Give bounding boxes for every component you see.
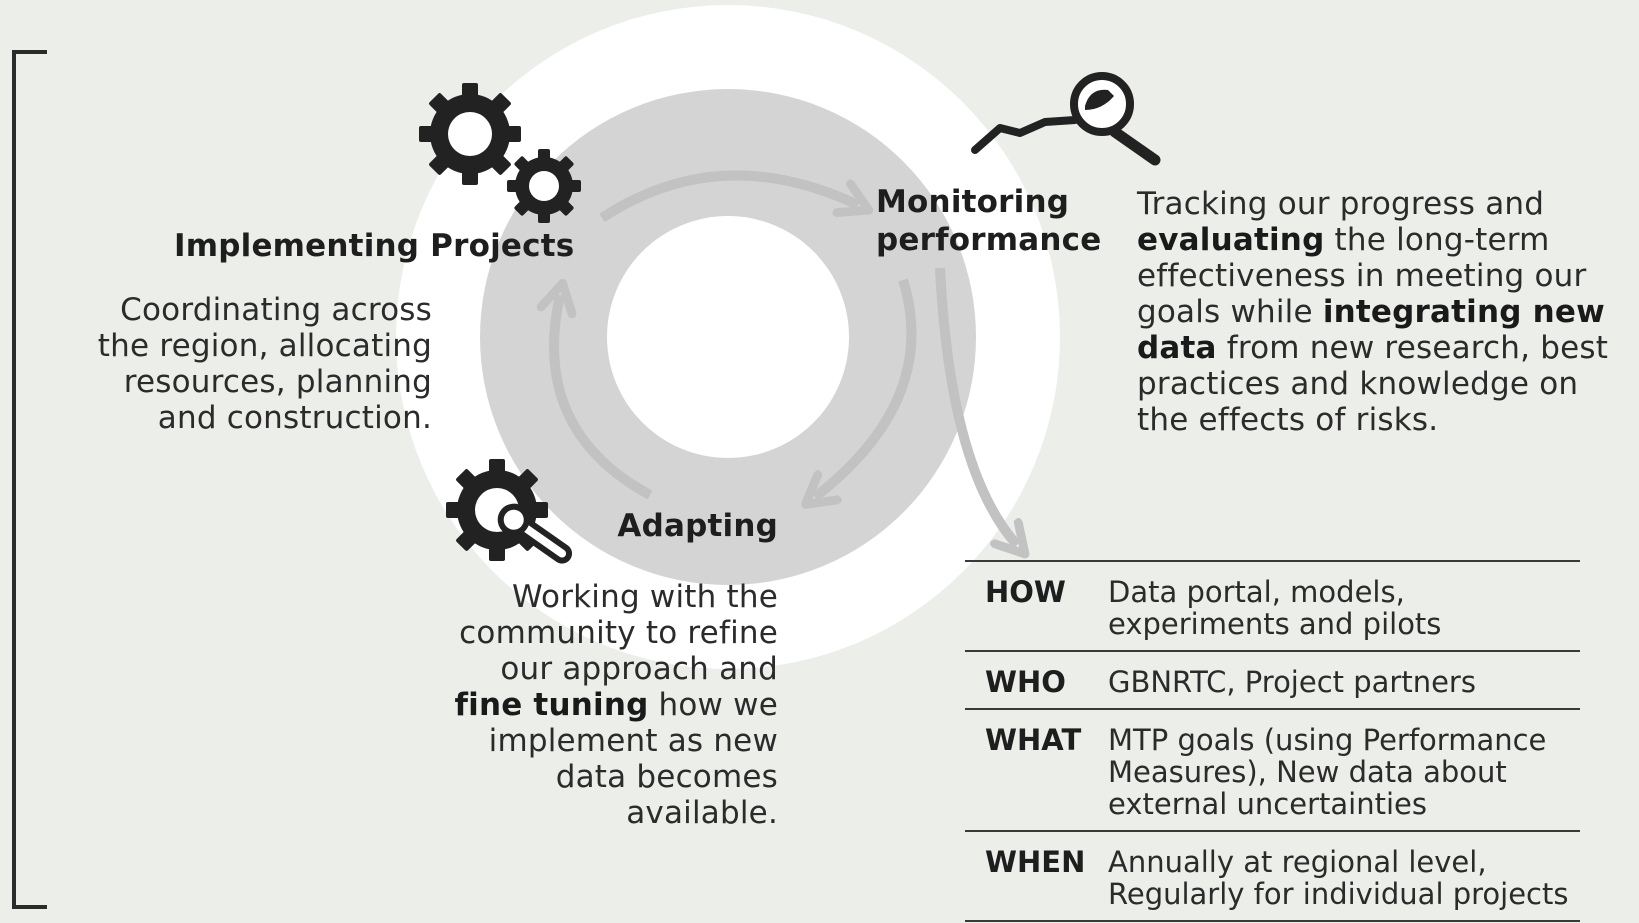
table-key: HOW	[985, 575, 1066, 609]
implementing-description: Coordinating across the region, allocati…	[97, 292, 432, 436]
adapting-desc-bold: fine tuning	[454, 687, 649, 723]
adapting-description: Working with the community to refine our…	[430, 579, 778, 831]
monitoring-title: Monitoring performance	[876, 183, 1106, 259]
arrow-monitoring-to-adapting	[815, 278, 917, 497]
table-value: Data portal, models, experiments and pil…	[1108, 575, 1442, 641]
monitoring-desc-bold: evaluating	[1137, 222, 1325, 258]
gear-wrench-icon	[446, 459, 573, 564]
monitoring-description: Tracking our progress and evaluating the…	[1137, 186, 1632, 438]
adapting-desc-part: how we implement as new data becomes ava…	[488, 687, 778, 831]
arrow-monitoring-to-table	[935, 267, 1017, 545]
left-bracket	[12, 50, 47, 909]
table-row: HOW Data portal, models, experiments and…	[965, 560, 1580, 650]
monitoring-desc-bold: integrating new data	[1137, 294, 1605, 366]
table-key: WHEN	[985, 845, 1086, 879]
table-value: MTP goals (using Performance Measures), …	[1108, 723, 1547, 821]
arrow-adapting-to-implementing	[554, 295, 653, 500]
ring-center	[607, 216, 849, 458]
monitoring-title-line2: performance	[876, 222, 1102, 258]
table-value: GBNRTC, Project partners	[1108, 665, 1476, 699]
table-key: WHAT	[985, 723, 1082, 757]
table-row: WHAT MTP goals (using Performance Measur…	[965, 708, 1580, 830]
implementing-title: Implementing Projects	[174, 228, 575, 264]
arrow-implementing-to-monitoring	[599, 170, 858, 223]
table-value: Annually at regional level, Regularly fo…	[1108, 845, 1569, 911]
table-row: WHO GBNRTC, Project partners	[965, 650, 1580, 708]
adapting-desc-part: Working with the community to refine our…	[459, 579, 778, 687]
monitoring-desc-part: the long-term effectiveness in meeting o…	[1137, 222, 1587, 330]
gears-icon	[419, 83, 581, 223]
monitoring-desc-part: from new research, best practices and kn…	[1137, 330, 1609, 438]
magnifier-trend-icon	[971, 72, 1161, 166]
monitoring-title-line1: Monitoring	[876, 184, 1070, 220]
adapting-title: Adapting	[617, 508, 778, 544]
info-table: HOW Data portal, models, experiments and…	[965, 560, 1580, 922]
table-row: WHEN Annually at regional level, Regular…	[965, 830, 1580, 922]
table-key: WHO	[985, 665, 1066, 699]
monitoring-desc-part: Tracking our progress and	[1137, 186, 1545, 222]
